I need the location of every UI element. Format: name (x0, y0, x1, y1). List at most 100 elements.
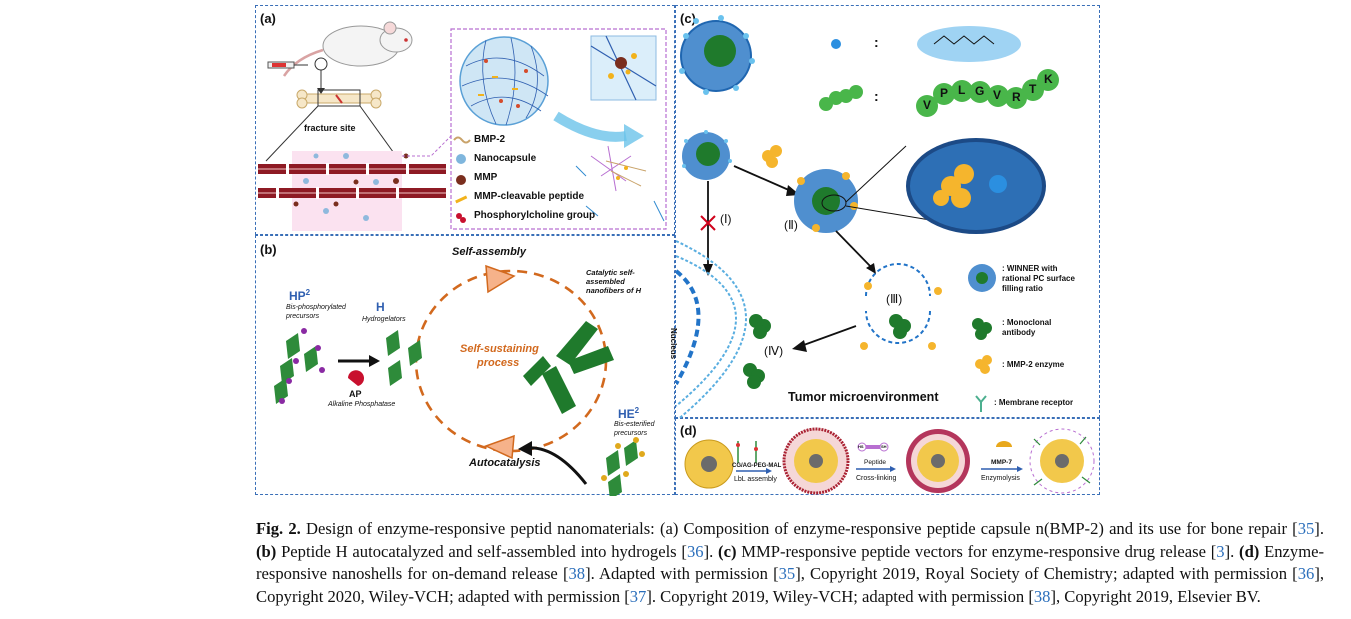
caption-text: ], Copyright 2019, Royal Society of Chem… (795, 564, 1298, 584)
legend-receptor: : Membrane receptor (994, 398, 1073, 408)
panel-b-label: (b) (260, 242, 277, 257)
citation-link[interactable]: 36 (686, 541, 704, 561)
legend-item: Nanocapsule (474, 153, 537, 164)
autocatalysis-label: Autocatalysis (469, 457, 541, 469)
tumor-env-label: Tumor microenvironment (788, 390, 939, 404)
citation-link[interactable]: 38 (1033, 586, 1051, 606)
catalytic-label: assembled (586, 277, 625, 286)
legend-winner-icon (968, 264, 996, 292)
ap-sub: Alkaline Phosphatase (328, 401, 396, 408)
particle-iii (860, 263, 942, 350)
route-iv-label: (Ⅳ) (764, 344, 784, 358)
legend-enzyme-icon (975, 355, 992, 374)
step2-bottom: Cross-linking (856, 475, 897, 482)
route-iii-label: (Ⅲ) (886, 292, 903, 306)
panel-b: (b) (255, 235, 675, 496)
legend-winner: : WINNER with rational PC surface fillin… (1002, 264, 1075, 294)
citation-link[interactable]: 36 (1297, 564, 1315, 584)
panel-c-illustration (676, 15, 1059, 419)
nanofibers-icon (523, 321, 614, 414)
peptide-letter: L (958, 83, 966, 97)
h-sub: Hydrogelators (362, 316, 406, 323)
panel-d-illustration (684, 427, 1095, 495)
route-ii-label: (Ⅱ) (784, 218, 798, 232)
step2-top: Peptide (864, 459, 887, 466)
he2-sup: 2 (634, 406, 640, 415)
caption-text: ]. Adapted with permission [ (585, 564, 779, 584)
legend-line: : MMP-2 enzyme (1002, 360, 1065, 369)
figure-2: (a) (255, 5, 1100, 496)
antibody-on-membrane (743, 314, 771, 389)
caption-bold: (d) (1239, 541, 1260, 561)
citation-link[interactable]: 3 (1216, 541, 1225, 561)
panel-c-label: (c) (680, 11, 696, 26)
route-i-label: (Ⅰ) (720, 212, 732, 226)
hp2-main: HP (289, 289, 306, 303)
bone-icon (296, 89, 382, 109)
caption-fig-label: Fig. 2. (256, 519, 301, 538)
caption-bold: (b) (256, 541, 277, 561)
winner-particle-icon (679, 15, 755, 95)
rat-icon (282, 21, 413, 77)
panel-b-illustration (274, 264, 645, 496)
peptide-letter: P (940, 86, 949, 100)
caption-text: ], Copyright 2020, Wiley-VCH; adapted wi… (256, 564, 1324, 606)
catalytic-label: Catalytic self- (586, 268, 635, 277)
legend-bmp2-icon (453, 136, 471, 144)
caption-text: Enzyme-responsive nanoshells for on-dema… (256, 541, 1325, 584)
peptide-letter: T (1029, 82, 1037, 96)
catalytic-label: nanofibers of H (586, 286, 642, 295)
panel-a-legend: BMP-2 Nanocapsule MMP MMP-cleavable pept… (474, 134, 595, 229)
panel-c: (c) (669, 5, 1100, 419)
legend-line: filling ratio (1002, 284, 1043, 293)
step1-top: CG/AG-PEG-MAL (732, 463, 782, 469)
caption-text: MMP-responsive peptide vectors for enzym… (736, 541, 1217, 561)
winner-particle-small (682, 130, 732, 180)
process-label: process (477, 357, 520, 369)
nucleus-label: Nucleus (669, 328, 678, 360)
citation-link[interactable]: 35 (778, 564, 796, 584)
peptide-letter: V (993, 88, 1002, 102)
h-label: H (376, 300, 385, 314)
legend-peptide-icon (455, 195, 468, 204)
panel-a-illustration (258, 21, 667, 231)
caption-text: ]. (1224, 541, 1240, 561)
peptide-chain-icon (819, 85, 863, 111)
hp2-molecules (274, 328, 325, 404)
figure-caption: Fig. 2. Design of enzyme-responsive pept… (256, 518, 1324, 608)
hp2-sup: 2 (305, 288, 311, 297)
legend-item: MMP (474, 172, 498, 183)
legend-line: rational PC surface (1002, 274, 1075, 283)
peptide-letter: R (1012, 90, 1021, 104)
he2-main: HE (618, 407, 635, 421)
citation-link[interactable]: 38 (568, 564, 586, 584)
he2-molecules (601, 437, 645, 496)
membrane-receptor-icon (975, 395, 987, 412)
caption-text: ]. (1314, 519, 1324, 538)
legend-enzyme: : MMP-2 enzyme (1002, 360, 1064, 370)
legend-mmp-icon (456, 175, 466, 185)
self-sustaining-label: Self-sustaining (460, 343, 539, 355)
legend-antibody-icon (972, 318, 992, 340)
particle-ii (794, 169, 858, 233)
step1-bottom: LbL assembly (734, 476, 777, 483)
panel-d: (d) (675, 418, 1100, 495)
step3-top: MMP-7 (991, 459, 1012, 466)
peptide-letter: V (923, 98, 932, 112)
caption-bold: (c) (718, 541, 737, 561)
citation-link[interactable]: 35 (1297, 519, 1315, 538)
zoom-circle (906, 138, 1046, 234)
caption-text: ]. (703, 541, 719, 561)
panel-a: (a) (255, 5, 675, 235)
legend-line: antibody (1002, 328, 1036, 337)
legend-line: : WINNER with (1002, 264, 1058, 273)
h-molecules (386, 330, 422, 386)
he2-sub: precursors (614, 430, 648, 437)
legend-item: BMP-2 (474, 134, 506, 145)
hs-label: HS (858, 444, 864, 449)
nanocapsule-icon (459, 36, 549, 126)
citation-link[interactable]: 37 (629, 586, 647, 606)
peptide-letter: K (1044, 72, 1053, 86)
syringe-icon (267, 61, 308, 69)
peptide-letter: G (975, 84, 985, 98)
